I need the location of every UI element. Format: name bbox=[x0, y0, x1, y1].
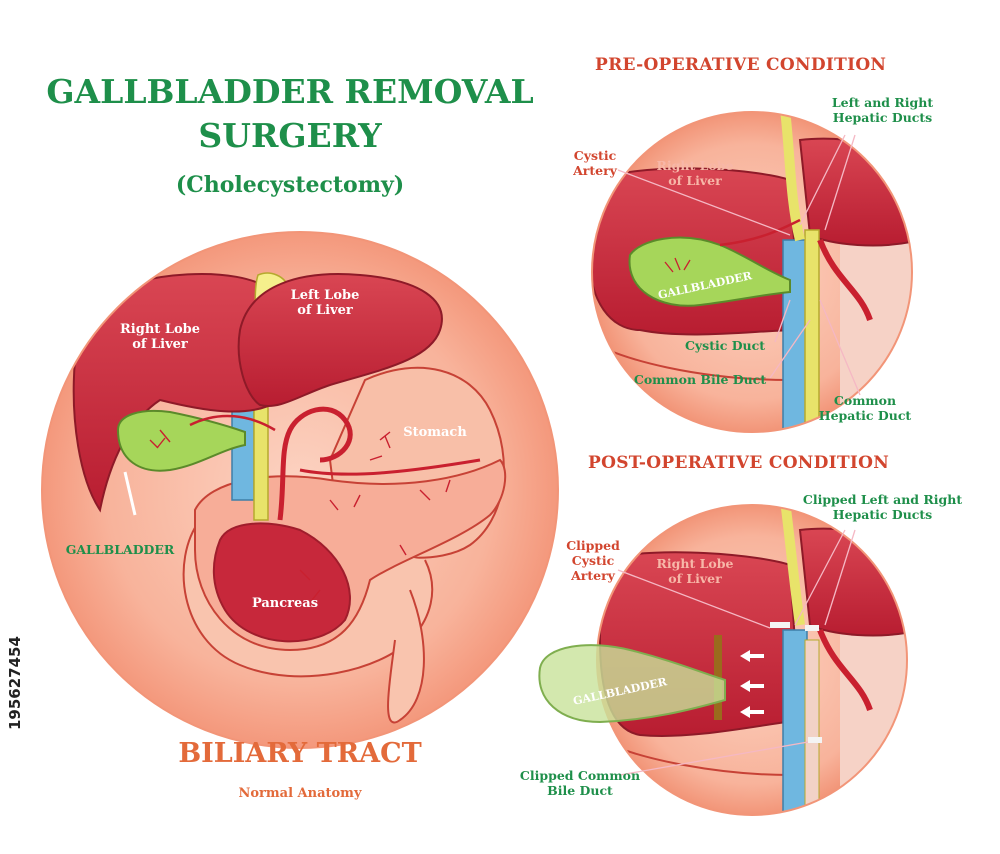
pre-op-portal-vein bbox=[782, 239, 808, 432]
pre-op-common-bile-duct bbox=[804, 229, 820, 432]
label-clipped-cystic-artery: Clipped Cystic Artery bbox=[566, 538, 620, 583]
biliary-tract-title: BILIARY TRACT bbox=[178, 738, 422, 769]
page-subtitle: (Cholecystectomy) bbox=[175, 172, 405, 198]
label-right-lobe: Right Lobe of Liver bbox=[120, 322, 200, 352]
post-op-portal-vein bbox=[782, 629, 808, 815]
label-left-right-hepatic-ducts: Left and Right Hepatic Ducts bbox=[831, 95, 934, 125]
label-cystic-duct: Cystic Duct bbox=[684, 338, 766, 353]
pre-op-gallbladder bbox=[628, 236, 791, 307]
leader-lines bbox=[617, 134, 861, 776]
label-gallbladder: GALLBLADDER bbox=[65, 542, 175, 557]
label-common-hepatic-duct: Common Hepatic Duct bbox=[818, 393, 912, 423]
gallbladder bbox=[116, 409, 246, 472]
label-stomach: Stomach bbox=[403, 425, 467, 440]
portal-vein bbox=[231, 409, 255, 501]
arrow-icons bbox=[740, 650, 764, 718]
common-bile-duct bbox=[253, 399, 269, 521]
normal-anatomy-subtitle: Normal Anatomy bbox=[238, 786, 362, 801]
pre-op-heading: PRE-OPERATIVE CONDITION bbox=[595, 55, 887, 75]
page-title: GALLBLADDER REMOVAL bbox=[46, 72, 534, 111]
stock-id: 195627454 bbox=[6, 636, 24, 730]
label-post-op-right-lobe: Right Lobe of Liver bbox=[656, 556, 734, 586]
label-cystic-artery: Cystic Artery bbox=[573, 148, 617, 178]
label-pre-op-right-lobe: Right Lobe of Liver bbox=[656, 158, 734, 188]
label-pancreas: Pancreas bbox=[251, 596, 319, 611]
liver-left-lobe bbox=[237, 273, 443, 407]
removed-gallbladder bbox=[538, 644, 726, 724]
label-common-bile-duct: Common Bile Duct bbox=[633, 372, 767, 387]
label-left-lobe: Left Lobe of Liver bbox=[290, 288, 360, 318]
label-clipped-common-bile-duct: Clipped Common Bile Duct bbox=[519, 768, 641, 798]
label-clipped-hepatic-ducts: Clipped Left and Right Hepatic Ducts bbox=[802, 492, 963, 522]
gallbladder-pointer bbox=[123, 471, 137, 516]
post-op-heading: POST-OPERATIVE CONDITION bbox=[588, 453, 890, 473]
page-title-line2: SURGERY bbox=[198, 116, 382, 155]
